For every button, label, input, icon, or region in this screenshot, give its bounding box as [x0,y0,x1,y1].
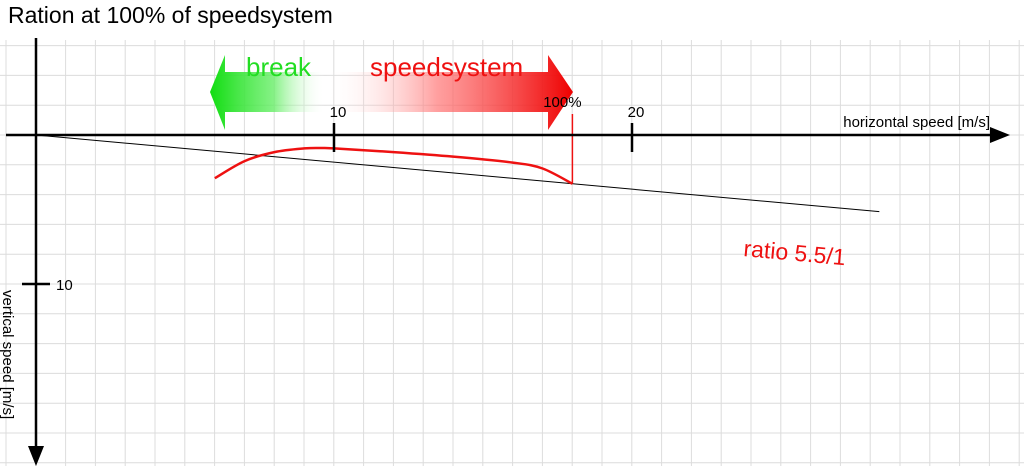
percent-marker-label: 100% [543,94,581,111]
x-tick-label: 10 [330,104,347,121]
x-tick-label: 20 [628,104,645,121]
break-label: break [246,52,312,82]
y-axis-ticks: 10 [22,277,73,294]
y-tick-label: 10 [56,277,73,294]
x-axis-ticks: 10 20 [330,104,645,152]
break-arrow [210,55,325,130]
x-axis-arrowhead [990,127,1010,143]
ratio-label: ratio 5.5/1 [743,235,847,270]
y-axis-arrowhead [28,446,44,466]
ratio-line [35,134,880,213]
speedsystem-arrow [325,55,573,130]
y-axis-label: vertical speed [m/s] [0,290,16,419]
speedsystem-label: speedsystem [370,52,523,82]
page-title: Ration at 100% of speedsystem [8,2,333,28]
x-axis-label: horizontal speed [m/s] [843,114,990,131]
